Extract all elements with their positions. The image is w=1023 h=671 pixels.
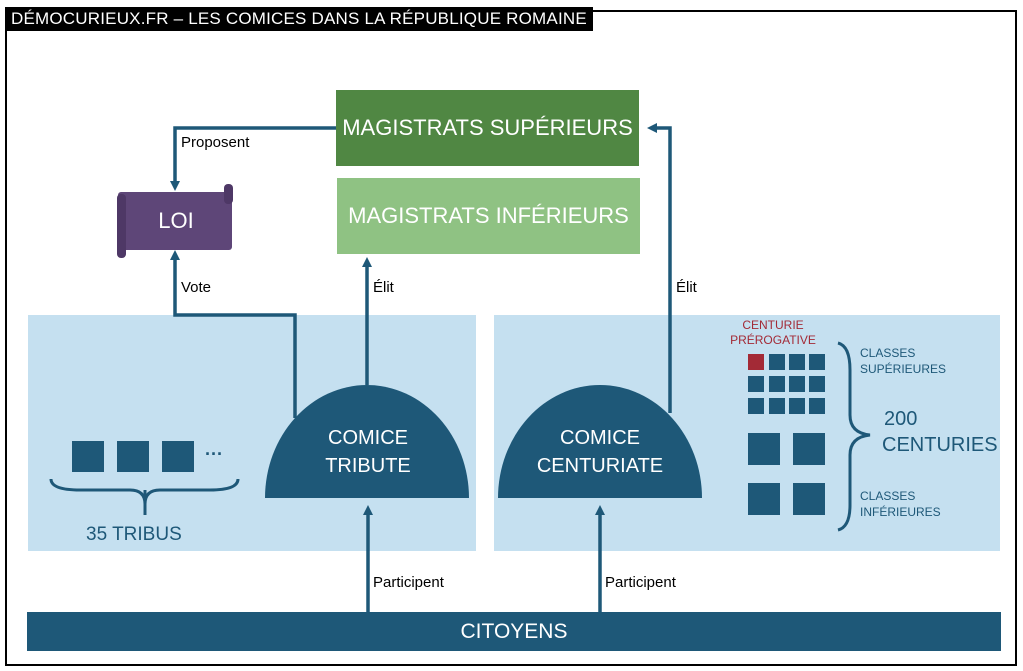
comice-centuriate-line2: CENTURIATE xyxy=(536,455,664,477)
loi-label: LOI xyxy=(158,208,194,233)
centurie-prerogative-label: CENTURIE PRÉROGATIVE xyxy=(718,318,828,348)
magistrats-superieurs-box: MAGISTRATS SUPÉRIEURS xyxy=(336,90,639,166)
tribus-ellipsis: ··· xyxy=(205,444,223,464)
classes-superieures-line1: CLASSES xyxy=(860,346,916,360)
classes-superieures-line2: SUPÉRIEURES xyxy=(860,362,947,376)
magistrats-inferieurs-label: MAGISTRATS INFÉRIEURS xyxy=(348,203,629,228)
comice-tribute-dome xyxy=(265,385,469,498)
arrow-vote xyxy=(170,250,297,418)
centurie-prerogative-line1: CENTURIE xyxy=(742,318,804,332)
arrow-elit-centuriate xyxy=(647,123,672,413)
edge-label-elit-tribute: Élit xyxy=(373,279,394,296)
edge-label-participent-tribute: Participent xyxy=(373,574,444,591)
citoyens-label: CITOYENS xyxy=(460,619,568,643)
tribus-count-label: 35 TRIBUS xyxy=(86,524,182,545)
total-centuries-line1: 200 xyxy=(884,408,918,430)
comice-centuriate: COMICE CENTURIATE xyxy=(520,420,680,484)
arrow-proposent xyxy=(170,126,336,191)
edge-label-proposent: Proposent xyxy=(181,134,250,151)
edge-label-participent-centuriate: Participent xyxy=(605,574,676,591)
classes-inferieures-label: CLASSES INFÉRIEURES xyxy=(860,488,941,520)
magistrats-superieurs-label: MAGISTRATS SUPÉRIEURS xyxy=(342,115,633,140)
comice-centuriate-dome xyxy=(498,385,702,498)
centurie-prerogative-square xyxy=(748,354,764,370)
total-centuries-line2: CENTURIES xyxy=(882,434,998,456)
edge-label-elit-centuriate: Élit xyxy=(676,279,697,296)
centuries-brace xyxy=(837,341,871,532)
citoyens-bar: CITOYENS xyxy=(27,612,1001,651)
total-centuries-label: 200 CENTURIES xyxy=(882,406,998,458)
page-title: DÉMOCURIEUX.FR – LES COMICES DANS LA RÉP… xyxy=(5,7,593,31)
loi-box: LOI xyxy=(126,192,226,250)
comice-tribute: COMICE TRIBUTE xyxy=(300,420,436,484)
edge-label-vote: Vote xyxy=(181,279,212,296)
classes-inferieures-line1: CLASSES xyxy=(860,489,916,503)
loi-scroll-icon xyxy=(117,184,233,258)
centuries-grid xyxy=(748,354,825,515)
magistrats-inferieurs-box: MAGISTRATS INFÉRIEURS xyxy=(337,178,640,254)
comice-tribute-line1: COMICE xyxy=(328,427,408,449)
centurie-prerogative-line2: PRÉROGATIVE xyxy=(730,333,816,347)
tribu-square xyxy=(72,441,104,472)
classes-inferieures-line2: INFÉRIEURES xyxy=(860,505,941,519)
tribu-square xyxy=(117,441,149,472)
comice-tribute-line2: TRIBUTE xyxy=(325,455,411,477)
comice-centuriate-line1: COMICE xyxy=(560,427,640,449)
tribu-square xyxy=(162,441,194,472)
classes-superieures-label: CLASSES SUPÉRIEURES xyxy=(860,345,946,377)
